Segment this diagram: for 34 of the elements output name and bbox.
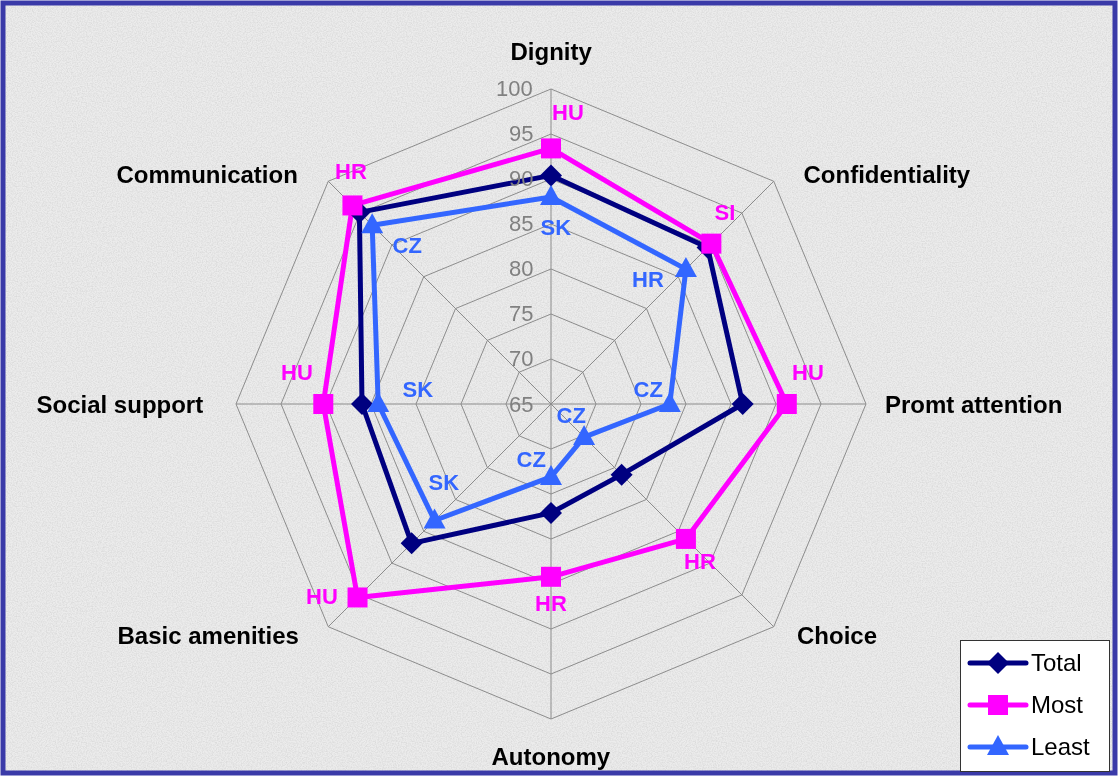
tick-label: 80	[509, 258, 534, 280]
data-label: SI	[714, 202, 736, 224]
axis-label: Autonomy	[491, 745, 611, 769]
data-label: HR	[632, 269, 664, 291]
data-label: SK	[428, 472, 460, 494]
data-label: HU	[281, 362, 313, 384]
axis-label: Choice	[797, 624, 877, 648]
axis-label: Social support	[36, 393, 204, 417]
axis-label: Communication	[116, 163, 298, 187]
data-label: HR	[684, 551, 716, 573]
data-label: CZ	[556, 405, 586, 427]
axis-label: Basic amenities	[117, 624, 299, 648]
legend-label: Total	[1031, 649, 1082, 677]
axis-label: Dignity	[510, 40, 592, 64]
data-label: CZ	[516, 449, 546, 471]
data-label: HU	[306, 586, 338, 608]
data-label: SK	[402, 379, 434, 401]
tick-label: 70	[509, 348, 534, 370]
tick-label: 65	[509, 394, 534, 416]
tick-label: 75	[509, 303, 534, 325]
data-label: CZ	[633, 379, 663, 401]
data-label: HU	[792, 362, 824, 384]
axis-label: Confidentiality	[803, 163, 971, 187]
data-label: CZ	[392, 235, 422, 257]
data-label: SK	[540, 217, 572, 239]
tick-label: 95	[509, 123, 534, 145]
axis-label: Promt attention	[885, 393, 1063, 417]
tick-label: 100	[496, 78, 533, 100]
data-label: HU	[552, 102, 584, 124]
tick-label: 85	[509, 213, 534, 235]
legend-label: Most	[1031, 691, 1083, 719]
data-label: HR	[335, 161, 367, 183]
data-label: HR	[535, 593, 567, 615]
legend-label: Least	[1031, 733, 1090, 761]
